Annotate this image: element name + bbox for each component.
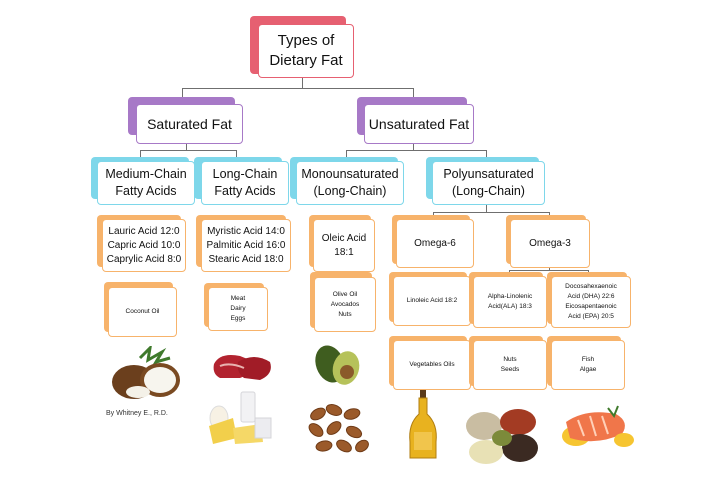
connector bbox=[186, 144, 187, 150]
source-label: Nuts bbox=[338, 310, 352, 318]
medium-chain-line2: Fatty Acids bbox=[115, 184, 177, 198]
linoleic-label: Linoleic Acid 18:2 bbox=[406, 297, 458, 304]
source-label: Olive Oil bbox=[332, 290, 358, 298]
ala-line2: Acid(ALA) 18:3 bbox=[488, 303, 532, 310]
connector bbox=[346, 150, 347, 160]
medium-chain-node: Medium-Chain Fatty Acids bbox=[97, 161, 195, 205]
oleic-line1: Oleic Acid bbox=[321, 232, 367, 244]
connector bbox=[140, 150, 141, 160]
saturated-fat-label: Saturated Fat bbox=[147, 116, 232, 132]
monounsaturated-node: Monounsaturated (Long-Chain) bbox=[296, 161, 404, 205]
acid-label: Myristic Acid 14:0 bbox=[207, 225, 285, 237]
connector bbox=[413, 144, 414, 150]
acid-label: Stearic Acid 18:0 bbox=[208, 253, 284, 265]
coconut-oil-node: Coconut Oil bbox=[108, 287, 177, 337]
oleic-line2: 18:1 bbox=[334, 246, 354, 258]
almonds-image bbox=[308, 404, 369, 453]
dha-epa-line: Acid (DHA) 22:6 bbox=[567, 293, 615, 300]
saturated-fat-node: Saturated Fat bbox=[136, 104, 243, 144]
fish-image bbox=[562, 405, 634, 447]
long-chain-line1: Long-Chain bbox=[212, 167, 278, 181]
connector bbox=[509, 270, 588, 271]
ala-node: Alpha-Linolenic Acid(ALA) 18:3 bbox=[473, 276, 547, 328]
meat-dairy-eggs-node: Meat Dairy Eggs bbox=[208, 287, 268, 331]
polyunsaturated-node: Polyunsaturated (Long-Chain) bbox=[432, 161, 545, 205]
root-line2: Dietary Fat bbox=[269, 52, 343, 69]
connector bbox=[346, 150, 486, 151]
meat-image bbox=[213, 355, 271, 380]
connector bbox=[182, 88, 413, 89]
connector bbox=[413, 88, 414, 98]
source-label: Dairy bbox=[230, 305, 246, 312]
source-label: Nuts bbox=[503, 356, 517, 363]
mono-line2: (Long-Chain) bbox=[313, 184, 387, 198]
acid-label: Lauric Acid 12:0 bbox=[108, 225, 180, 237]
source-label: Avocados bbox=[330, 300, 360, 308]
dairy-eggs-image bbox=[209, 391, 272, 444]
acid-label: Palmitic Acid 16:0 bbox=[206, 239, 286, 251]
mono-line1: Monounsaturated bbox=[301, 167, 399, 181]
connector bbox=[486, 150, 487, 160]
unsaturated-fat-label: Unsaturated Fat bbox=[368, 116, 470, 132]
dha-epa-line: Acid (EPA) 20:5 bbox=[568, 313, 614, 320]
source-label: Seeds bbox=[500, 366, 520, 373]
connector bbox=[140, 150, 236, 151]
dha-epa-node: Docosahexaenoic Acid (DHA) 22:6 Eicosape… bbox=[551, 276, 631, 328]
unsaturated-fat-node: Unsaturated Fat bbox=[364, 104, 474, 144]
dha-epa-line: Eicosapentaenoic bbox=[565, 303, 617, 310]
root-line1: Types of bbox=[277, 32, 335, 49]
nuts-seeds-image bbox=[466, 409, 538, 464]
long-chain-node: Long-Chain Fatty Acids bbox=[201, 161, 289, 205]
linoleic-acid-node: Linoleic Acid 18:2 bbox=[393, 276, 471, 326]
omega-3-label: Omega-3 bbox=[529, 237, 571, 249]
fish-algae-node: Fish Algae bbox=[551, 340, 625, 390]
poly-line1: Polyunsaturated bbox=[443, 167, 534, 181]
connector bbox=[486, 204, 487, 212]
oleic-acid-node: Oleic Acid 18:1 bbox=[313, 219, 375, 272]
connector bbox=[182, 88, 183, 98]
veg-oils-label: Vegetables Oils bbox=[409, 361, 455, 368]
acid-label: Capric Acid 10:0 bbox=[107, 239, 181, 251]
source-label: Fish bbox=[581, 356, 595, 363]
connector bbox=[236, 150, 237, 160]
source-label: Meat bbox=[230, 295, 246, 302]
credit-text: By Whitney E., R.D. bbox=[106, 410, 168, 417]
source-label: Algae bbox=[579, 366, 597, 373]
dha-epa-line: Docosahexaenoic bbox=[565, 283, 617, 290]
medium-chain-line1: Medium-Chain bbox=[105, 167, 187, 181]
omega-6-label: Omega-6 bbox=[414, 237, 456, 249]
poly-line2: (Long-Chain) bbox=[452, 184, 525, 198]
coconut-oil-label: Coconut Oil bbox=[125, 308, 160, 315]
long-chain-acids-node: Myristic Acid 14:0 Palmitic Acid 16:0 St… bbox=[201, 219, 291, 272]
acid-label: Caprylic Acid 8:0 bbox=[106, 253, 182, 265]
ala-line1: Alpha-Linolenic bbox=[487, 293, 533, 300]
nuts-seeds-node: Nuts Seeds bbox=[473, 340, 547, 390]
medium-chain-acids-node: Lauric Acid 12:0 Capric Acid 10:0 Capryl… bbox=[102, 219, 186, 272]
connector bbox=[302, 76, 303, 88]
olive-avocado-nuts-node: Olive Oil Avocados Nuts bbox=[314, 277, 376, 332]
avocado-image bbox=[315, 345, 360, 385]
long-chain-line2: Fatty Acids bbox=[214, 184, 276, 198]
root-node-types-of-dietary-fat: Types of Dietary Fat bbox=[258, 24, 354, 78]
omega-6-node: Omega-6 bbox=[396, 219, 474, 268]
connector bbox=[433, 212, 549, 213]
coconut-image bbox=[112, 346, 180, 399]
omega-3-node: Omega-3 bbox=[510, 219, 590, 268]
source-label: Eggs bbox=[230, 315, 246, 322]
oil-bottle-image bbox=[409, 390, 437, 459]
vegetable-oils-node: Vegetables Oils bbox=[393, 340, 471, 390]
